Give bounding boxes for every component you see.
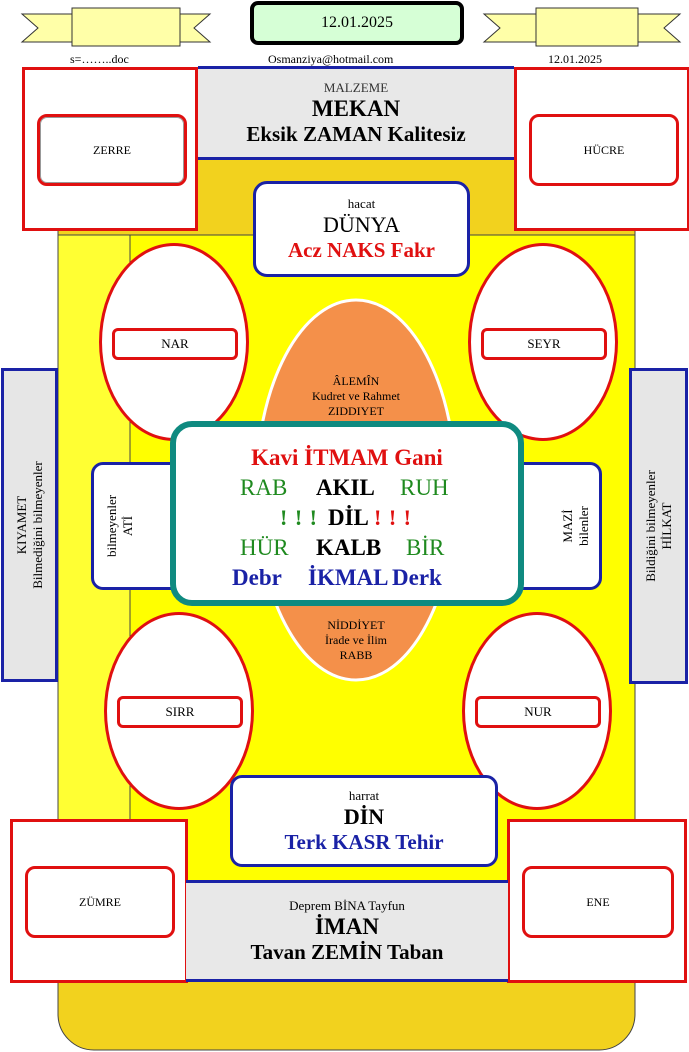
top-mekan-box: MALZEME MEKAN Eksik ZAMAN Kalitesiz [198, 66, 514, 160]
debr-label: Debr [232, 565, 282, 590]
left-ribbon-icon [20, 7, 212, 47]
oval-top-right: SEYR [468, 243, 618, 441]
corner-bottom-left: ZÜMRE [10, 819, 188, 983]
malzeme-label: MALZEME [323, 79, 389, 95]
din-label: DİN [343, 803, 385, 829]
alemin-label: ÂLEMÎN [332, 373, 380, 388]
zumre-box: ZÜMRE [25, 866, 175, 938]
rabb-label: RABB [339, 647, 373, 662]
zerre-label: ZERRE [93, 142, 131, 157]
nur-label: NUR [524, 704, 552, 719]
acz-naks-fakr-label: Acz NAKS Fakr [288, 237, 435, 262]
ziddiyet-label: ZIDDIYET [328, 403, 384, 418]
right-outer-side-box: Bildiğini bilmeyenler HİLKAT [629, 368, 688, 684]
seyr-label: SEYR [527, 336, 561, 351]
corner-top-right: HÜCRE [514, 67, 689, 231]
corner-top-left: ZERRE [22, 67, 198, 231]
tavan-label: Tavan ZEMİN Taban [250, 939, 444, 964]
hur-label: HÜR [240, 535, 289, 560]
iman-label: İMAN [315, 913, 379, 939]
niddiyet-label: NİDDİYET [327, 617, 385, 632]
dunya-label: DÜNYA [323, 211, 400, 237]
mazi-label: MAZİ [560, 509, 576, 543]
right-ribbon-icon [482, 7, 682, 47]
date-right-label: 12.01.2025 [548, 52, 602, 66]
oval-bottom-left: SIRR [104, 612, 254, 810]
file-label: s=……..doc [70, 52, 129, 66]
dil-label: DİL [328, 505, 369, 530]
rab-label: RAB [240, 475, 288, 500]
left-outer-side-box: KIYAMET Bilmediğini bilmeyenler [1, 368, 58, 682]
exclaim-left: ! ! ! [280, 505, 318, 530]
zaman-label: Eksik ZAMAN Kalitesiz [246, 121, 466, 146]
hacat-label: hacat [347, 195, 376, 211]
nar-box: NAR [112, 328, 238, 360]
kalb-label: KALB [316, 535, 382, 560]
corner-bottom-right: ENE [507, 819, 687, 983]
deprem-label: Deprem BİNA Tayfun [289, 897, 405, 913]
nur-box: NUR [475, 696, 601, 728]
date-box: 12.01.2025 [250, 1, 464, 45]
hucre-label: HÜCRE [583, 142, 625, 157]
bildigini-label: Bildiğini bilmeyenler [642, 470, 658, 582]
orange-oval-top-text: ÂLEMÎN Kudret ve Rahmet ZIDDIYET [276, 368, 436, 424]
hilkat-label: HİLKAT [659, 502, 674, 550]
ikmal-label: İKMAL [308, 565, 389, 590]
left-inner-side-text: bilmeyenler ATİ [85, 476, 155, 576]
akil-label: AKIL [316, 475, 375, 500]
kudret-rahmet-label: Kudret ve Rahmet [312, 388, 400, 403]
hucre-box: HÜCRE [529, 114, 679, 186]
zerre-box: ZERRE [37, 114, 187, 186]
ene-label: ENE [586, 894, 610, 909]
ruh-label: RUH [400, 475, 449, 500]
irade-ilim-label: İrade ve İlim [325, 632, 387, 647]
mekan-label: MEKAN [311, 95, 401, 121]
ati-label: ATİ [120, 515, 135, 537]
bottom-iman-box: Deprem BİNA Tayfun İMAN Tavan ZEMİN Taba… [186, 880, 508, 982]
exclaim-right: ! ! ! [374, 505, 412, 530]
din-box: harrat DİN Terk KASR Tehir [230, 775, 498, 867]
terk-kasr-tehir-label: Terk KASR Tehir [284, 829, 444, 854]
dunya-box: hacat DÜNYA Acz NAKS Fakr [253, 181, 470, 277]
right-inner-side-text: MAZİ bilenler [541, 476, 611, 576]
seyr-box: SEYR [481, 328, 607, 360]
left-outer-side-text: KIYAMET Bilmediğini bilmeyenler [10, 371, 50, 679]
oval-top-left: NAR [99, 243, 249, 441]
right-outer-side-text: Bildiğini bilmeyenler HİLKAT [639, 371, 679, 681]
itmam-row: Kavi İTMAM Gani [251, 445, 443, 470]
center-main-box: Kavi İTMAM Gani RAB AKIL RUH ! ! ! DİL !… [170, 421, 524, 606]
sirr-label: SIRR [165, 704, 195, 719]
bilenler-label: bilenler [576, 506, 591, 546]
zumre-label: ZÜMRE [79, 894, 121, 909]
derk-label: Derk [392, 565, 442, 590]
email-label: Osmanziya@hotmail.com [268, 52, 394, 66]
bir-label: BİR [406, 535, 445, 560]
bilmedigini-label: Bilmediğini bilmeyenler [30, 461, 45, 589]
date-box-text: 12.01.2025 [321, 14, 393, 31]
ene-box: ENE [522, 866, 674, 938]
bilmeyenler-label: bilmeyenler [104, 494, 120, 558]
orange-oval-bottom-text: NİDDİYET İrade ve İlim RABB [276, 612, 436, 668]
nar-label: NAR [161, 336, 189, 351]
harrat-label: harrat [348, 787, 380, 803]
kiyamet-label: KIYAMET [13, 495, 29, 555]
sirr-box: SIRR [117, 696, 243, 728]
